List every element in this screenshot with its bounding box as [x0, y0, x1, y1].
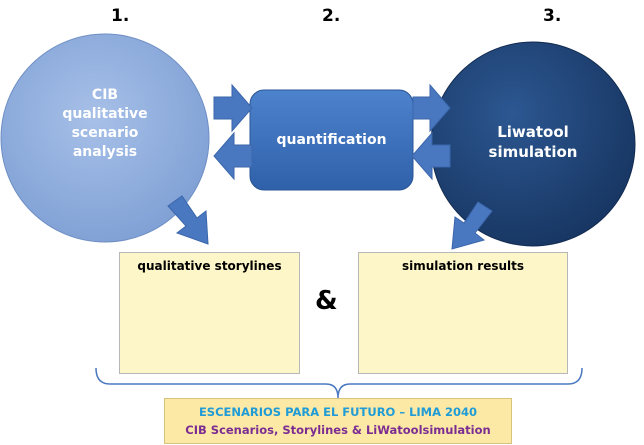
results-title: simulation results [401, 259, 525, 273]
results-panel: simulation results [358, 252, 568, 374]
step-1-label-line: scenario [71, 124, 139, 141]
step-1-label: CIB qualitative scenario analysis [40, 86, 170, 162]
arrow-left-2-1 [213, 131, 253, 181]
step-1-circle [0, 33, 210, 243]
footer-box: ESCENARIOS PARA EL FUTURO – LIMA 2040 CI… [164, 398, 512, 444]
step-1-label-line: analysis [72, 143, 138, 160]
step-2-box [249, 89, 414, 191]
step-3-number: 3. [543, 6, 562, 26]
step-3-label: Liwatool simulation [468, 122, 598, 163]
footer-line-2: CIB Scenarios, Storylines & LiWatoolsimu… [185, 423, 491, 437]
footer-line-1: ESCENARIOS PARA EL FUTURO – LIMA 2040 [198, 405, 478, 419]
arrow-left-3-2 [411, 131, 451, 181]
arrow-down-1-storylines [167, 195, 209, 245]
arrow-right-1-2 [213, 83, 253, 133]
ampersand-connector: & [315, 286, 338, 316]
arrow-right-2-3 [412, 83, 451, 133]
step-1-label-line: qualitative [62, 105, 148, 122]
arrow-down-3-results [451, 201, 493, 250]
storylines-panel: qualitative storylines [119, 252, 300, 374]
step-1-label-line: CIB [91, 87, 119, 103]
step-2-number: 2. [322, 6, 341, 26]
step-2-label: quantification [276, 132, 387, 148]
step-3-label-line: Liwatool [497, 123, 569, 141]
step-1-number: 1. [111, 6, 130, 26]
storylines-title: qualitative storylines [137, 259, 282, 273]
step-3-label-line: simulation [488, 143, 578, 162]
